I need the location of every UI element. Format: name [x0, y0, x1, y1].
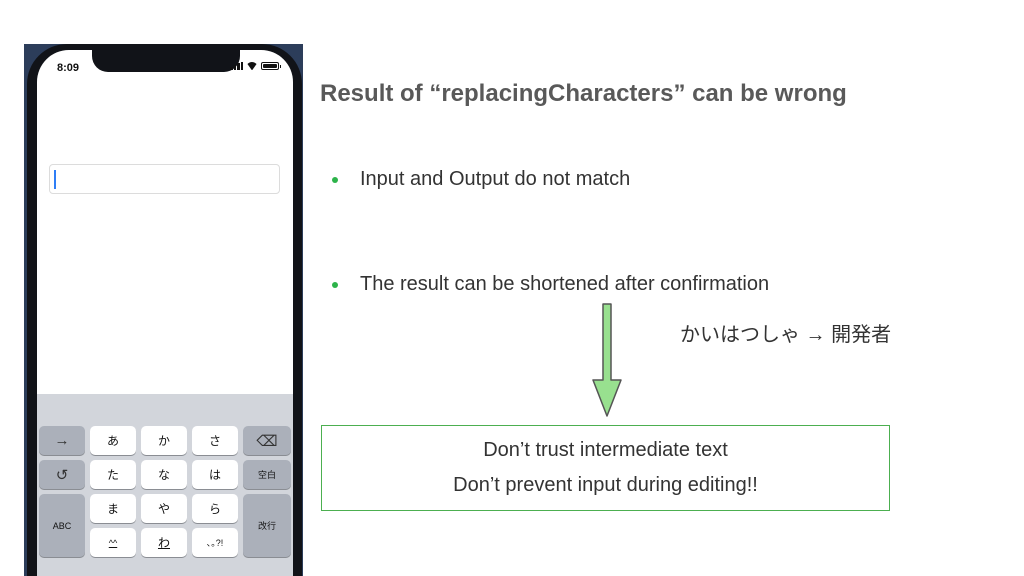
text-cursor [54, 170, 56, 189]
bullet-dot-icon [332, 176, 338, 183]
key-ka[interactable]: か [141, 426, 187, 455]
conversion-example: かいはつしゃ → 開発者 [680, 324, 892, 346]
wifi-icon [246, 62, 258, 70]
bullet-item-2: The result can be shortened after confir… [332, 273, 769, 296]
conclusion-box: Don’t trust intermediate text Don’t prev… [321, 425, 890, 511]
key-ha[interactable]: は [192, 460, 238, 489]
key-na[interactable]: な [141, 460, 187, 489]
key-undo[interactable]: ↺ [39, 460, 85, 489]
phone-notch [92, 50, 240, 72]
key-ma[interactable]: ま [90, 494, 136, 523]
phone-screen: 8:09 → ↺ ABC あ か さ た な は ま や ら ^^ わ ､｡?! [37, 50, 293, 576]
key-ta[interactable]: た [90, 460, 136, 489]
key-ra[interactable]: ら [192, 494, 238, 523]
bullet-text-2: The result can be shortened after confir… [360, 273, 770, 295]
status-icons [230, 62, 281, 70]
bullet-item-1: Input and Output do not match [332, 168, 630, 191]
status-time: 8:09 [57, 62, 80, 74]
signal-icon [230, 62, 243, 70]
key-space[interactable]: 空白 [243, 460, 291, 489]
key-delete[interactable]: ⌫ [243, 426, 291, 455]
key-sa[interactable]: さ [192, 426, 238, 455]
key-return[interactable]: 改行 [243, 494, 291, 557]
bullet-dot-icon [332, 281, 338, 288]
key-next-arrow[interactable]: → [39, 426, 85, 455]
text-input-field[interactable] [49, 164, 280, 194]
conclusion-line-2: Don’t prevent input during editing!! [453, 474, 758, 496]
conclusion-line-1: Don’t trust intermediate text [483, 439, 728, 461]
slide-title: Result of “replacingCharacters” can be w… [320, 80, 847, 107]
battery-icon [261, 62, 281, 70]
key-abc[interactable]: ABC [39, 494, 85, 557]
key-ka-label: か [157, 434, 170, 448]
key-a[interactable]: あ [90, 426, 136, 455]
down-arrow-icon [592, 303, 622, 417]
key-punctuation[interactable]: ､｡?! [192, 528, 238, 557]
japanese-kana-keyboard: → ↺ ABC あ か さ た な は ま や ら ^^ わ ､｡?! ⌫ 空白… [37, 394, 293, 576]
key-emoticon[interactable]: ^^ [90, 528, 136, 557]
bullet-text-1: Input and Output do not match [360, 168, 631, 190]
key-wa[interactable]: わ [141, 528, 187, 557]
key-ya[interactable]: や [141, 494, 187, 523]
